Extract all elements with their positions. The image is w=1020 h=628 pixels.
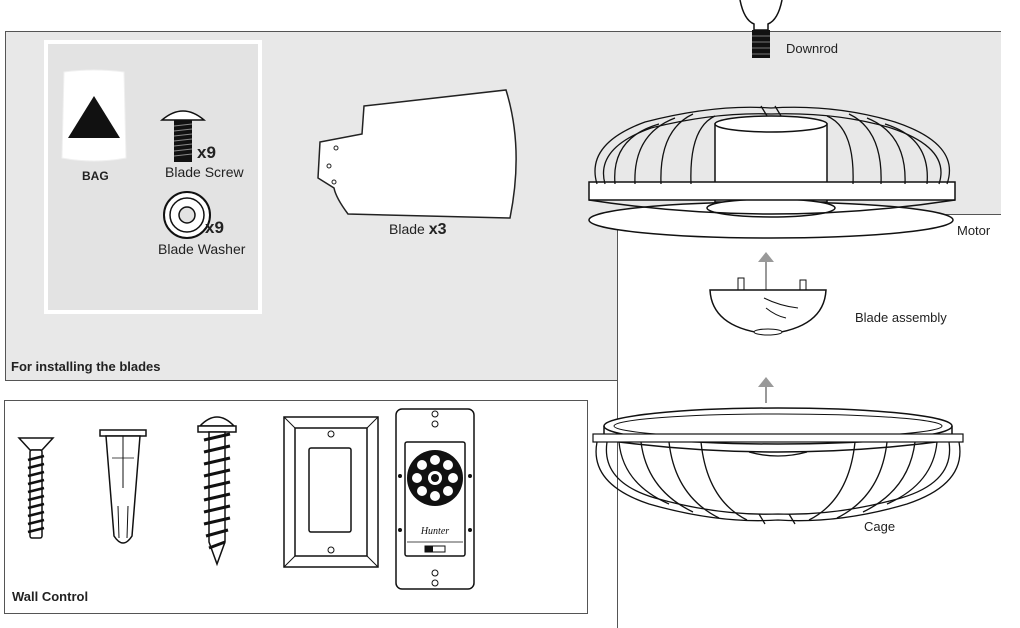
- blade-washer-label: Blade Washer: [158, 241, 246, 257]
- motor-cage-icon: [588, 105, 956, 239]
- blade-assembly-label: Blade assembly: [855, 310, 947, 325]
- arrow-up-icon: [758, 377, 774, 403]
- wall-plate-icon: [283, 416, 379, 568]
- downrod-label: Downrod: [786, 41, 839, 56]
- wood-screw-icon: [197, 416, 237, 567]
- blade-assembly-icon: [709, 277, 827, 336]
- blade-screw-icon: [159, 110, 207, 162]
- blades-panel-title: For installing the blades: [11, 359, 161, 374]
- flat-screw-icon: [17, 437, 55, 539]
- blade-label-text: Blade: [389, 221, 425, 237]
- blade-label: Blade x3: [389, 221, 447, 239]
- blade-icon: [317, 89, 517, 219]
- bag-icon: [61, 69, 127, 162]
- blade-qty: x3: [428, 221, 447, 238]
- wall-anchor-icon: [99, 429, 147, 544]
- motor-label: Motor: [957, 223, 991, 238]
- cage-label: Cage: [864, 519, 896, 534]
- remote-brand-text: Hunter: [420, 526, 449, 537]
- cage-icon: [592, 407, 964, 525]
- wall-remote-icon: Hunter: [395, 408, 475, 590]
- wall-panel-title: Wall Control: [12, 589, 89, 604]
- bag-label: BAG: [82, 169, 109, 183]
- blade-screw-qty: x9: [197, 143, 216, 162]
- blade-washer-icon: [163, 191, 211, 239]
- blade-screw-label: Blade Screw: [165, 164, 244, 180]
- blade-washer-qty: x9: [205, 218, 224, 237]
- downrod-icon: [739, 0, 783, 58]
- arrow-up-icon: [758, 252, 774, 290]
